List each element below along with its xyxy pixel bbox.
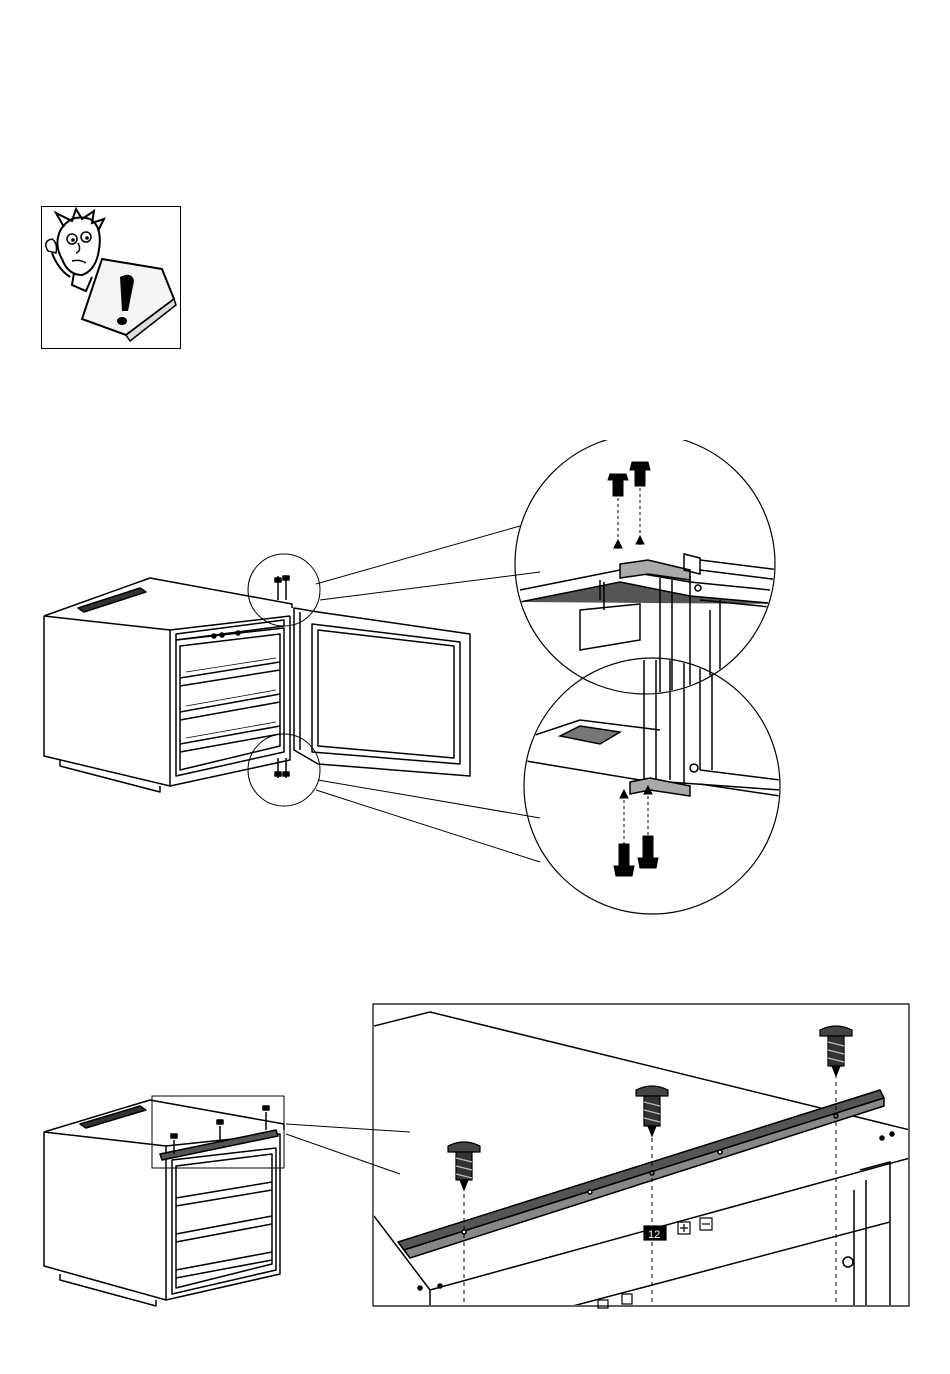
- screw-left: [448, 1142, 480, 1190]
- door-hinge-removal-figure: [0, 440, 950, 920]
- wine-cooler-open-door-illustration: [0, 440, 950, 920]
- cartoon-man-exclamation-icon: [42, 207, 179, 347]
- plus-icon: [680, 1224, 688, 1232]
- bottom-hinge-screws: [614, 786, 658, 876]
- screw-middle: [636, 1086, 668, 1136]
- wine-cooler-top-rail-illustration: 12: [0, 990, 950, 1320]
- warning-pictogram: [41, 206, 181, 349]
- screw-right: [820, 1026, 852, 1076]
- temperature-display: 12: [648, 1229, 660, 1241]
- top-rail-mounting-figure: 12: [0, 990, 950, 1320]
- top-hinge-screws: [608, 462, 650, 552]
